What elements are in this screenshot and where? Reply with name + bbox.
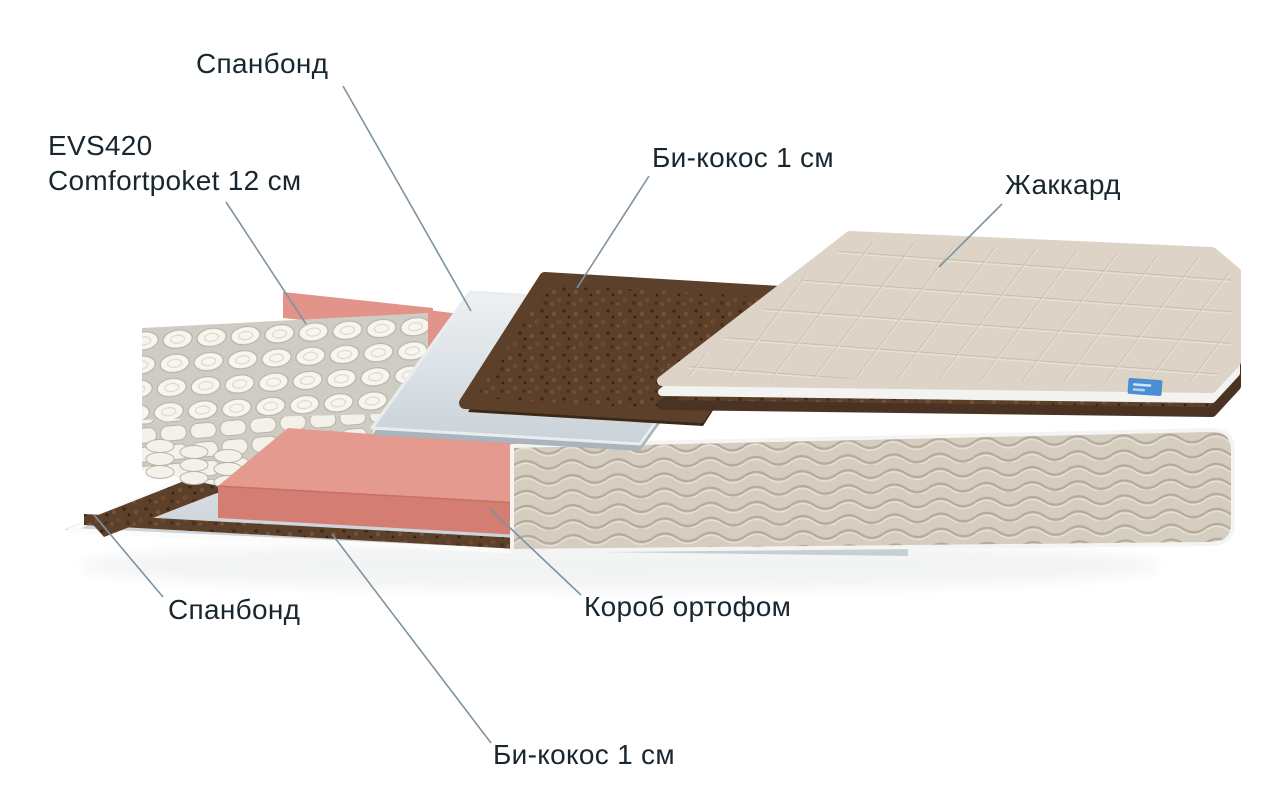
label-bicocos-top: Би-кокос 1 см xyxy=(652,142,834,173)
label-spring-model: EVS420 Comfortpoket 12 см xyxy=(48,128,301,198)
leader-foam-box xyxy=(488,507,582,596)
jacquard-cover-top xyxy=(657,231,1241,393)
label-spring-model-line2: Comfortpoket 12 см xyxy=(48,165,302,196)
leader-jacquard xyxy=(938,203,1003,268)
foam-box-front xyxy=(218,486,520,535)
label-spring-model-line1: EVS420 xyxy=(48,130,153,161)
leader-spunbond-top xyxy=(342,85,472,312)
brand-tag-body xyxy=(1127,377,1163,397)
leader-spring-model xyxy=(225,201,307,325)
brand-tag xyxy=(1127,377,1163,397)
label-bicocos-bottom: Би-кокос 1 см xyxy=(493,739,675,770)
leader-lines xyxy=(93,85,1003,744)
side-quilted-band xyxy=(510,427,1235,553)
label-foam-box: Короб ортофом xyxy=(584,591,792,622)
label-jacquard: Жаккард xyxy=(1005,169,1121,200)
leader-bicocos-top xyxy=(576,175,650,289)
leader-spunbond-bottom xyxy=(93,514,164,598)
spring-block-top xyxy=(142,313,428,420)
label-spunbond-bottom: Спанбонд xyxy=(168,594,301,625)
foam-box-edge-line xyxy=(217,485,521,504)
bottom-cocos-front-edge xyxy=(84,514,518,549)
foam-box-top xyxy=(218,428,540,503)
label-spunbond-top: Спанбонд xyxy=(196,48,329,79)
leader-bicocos-bottom xyxy=(331,533,492,744)
